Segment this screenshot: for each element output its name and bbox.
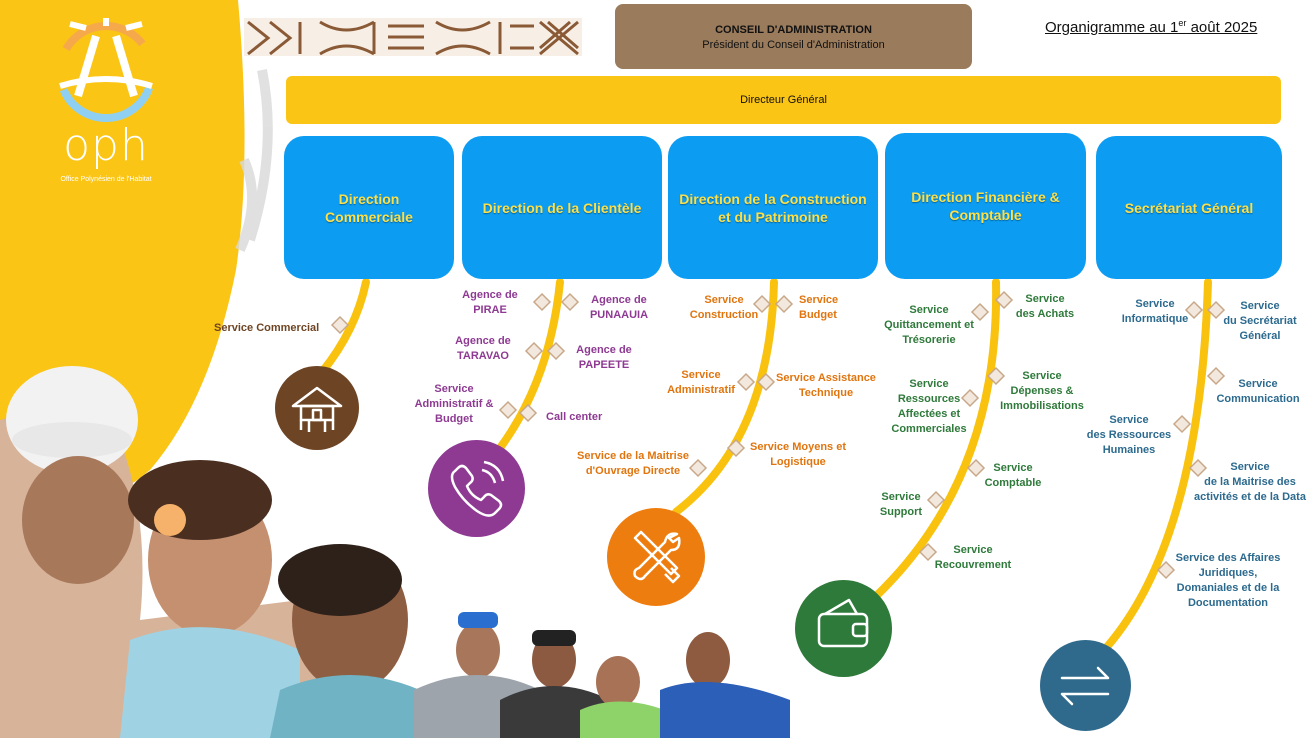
service-commercial: Service Commercial — [214, 322, 320, 334]
service-construction: Service Construction — [689, 294, 759, 321]
date-prefix: Organigramme au 1 — [1045, 19, 1179, 36]
call-center: Call center — [546, 411, 603, 423]
agence-taravao: Agence de TARAVAO — [455, 335, 511, 362]
logo-subtitle: Office Polynésien de l'Habitat — [60, 176, 152, 183]
directeur-general-bar: Directeur Général — [286, 76, 1281, 124]
logo-wordmark: oph — [63, 120, 149, 171]
service-moyens-logistique: Service Moyens et Logistique — [750, 441, 846, 468]
service-budget: Service Budget — [799, 294, 839, 321]
staff-photo — [0, 366, 790, 738]
diamond-markers — [330, 290, 1226, 580]
service-administratif-budget: Service Administratif & Budget — [414, 383, 494, 425]
service-depenses-immobilisations: Service Dépenses & Immobilisations — [1000, 370, 1084, 412]
org-chart-date: Organigramme au 1er août 2025 — [1045, 18, 1257, 36]
direction-financiere-comptable: Direction Financière & Comptable — [885, 133, 1086, 279]
service-assistance-technique: Service Assistance Technique — [776, 372, 876, 399]
connector-curves — [318, 278, 1212, 652]
exchange-icon — [1040, 640, 1131, 731]
ca-title: CONSEIL D'ADMINISTRATION — [715, 24, 872, 36]
direction-construction-patrimoine: Direction de la Construction et du Patri… — [668, 136, 878, 279]
service-secretariat-general: Service du Secrétariat Général — [1223, 300, 1297, 342]
date-sup: er — [1178, 18, 1187, 28]
agence-pirae: Agence de PIRAE — [462, 289, 518, 316]
service-achats: Service des Achats — [1015, 293, 1075, 320]
direction-clientele: Direction de la Clientèle — [462, 136, 662, 279]
house-icon — [275, 366, 359, 450]
service-ressources-humaines: Service des Ressources Humaines — [1086, 414, 1172, 456]
service-maitrise-activites-data: Service de la Maitrise des activités et … — [1194, 461, 1306, 503]
date-suffix: août 2025 — [1186, 19, 1258, 36]
service-comptable: Service Comptable — [984, 462, 1042, 489]
service-affaires-juridiques: Service des Affaires Juridiques, Domania… — [1175, 552, 1281, 609]
tapa-decoration — [235, 69, 273, 253]
agence-papeete: Agence de PAPEETE — [576, 344, 632, 371]
oph-logo-mark — [56, 18, 156, 122]
wallet-icon — [795, 580, 892, 677]
ca-subtitle: Président du Conseil d'Administration — [702, 39, 885, 51]
service-quittancement-tresorerie: Service Quittancement et Trésorerie — [884, 304, 974, 346]
service-maitrise-ouvrage-directe: Service de la Maitrise d'Ouvrage Directe — [577, 450, 689, 477]
service-support: Service Support — [879, 491, 923, 518]
secretariat-general: Secrétariat Général — [1096, 136, 1282, 279]
service-ressources-affectees-commerciales: Service Ressources Affectées et Commerci… — [891, 378, 967, 435]
agence-punaauia: Agence de PUNAAUIA — [589, 294, 649, 321]
phone-icon — [428, 440, 525, 537]
direction-commerciale: Direction Commerciale — [284, 136, 454, 279]
service-informatique: Service Informatique — [1121, 298, 1189, 325]
conseil-administration-box: CONSEIL D'ADMINISTRATION Président du Co… — [615, 4, 972, 69]
tools-icon — [607, 508, 705, 606]
service-recouvrement: Service Recouvrement — [934, 544, 1012, 571]
service-communication: Service Communication — [1216, 378, 1300, 405]
service-administratif: Service Administratif — [667, 369, 735, 396]
tapa-pattern-band — [244, 18, 582, 56]
